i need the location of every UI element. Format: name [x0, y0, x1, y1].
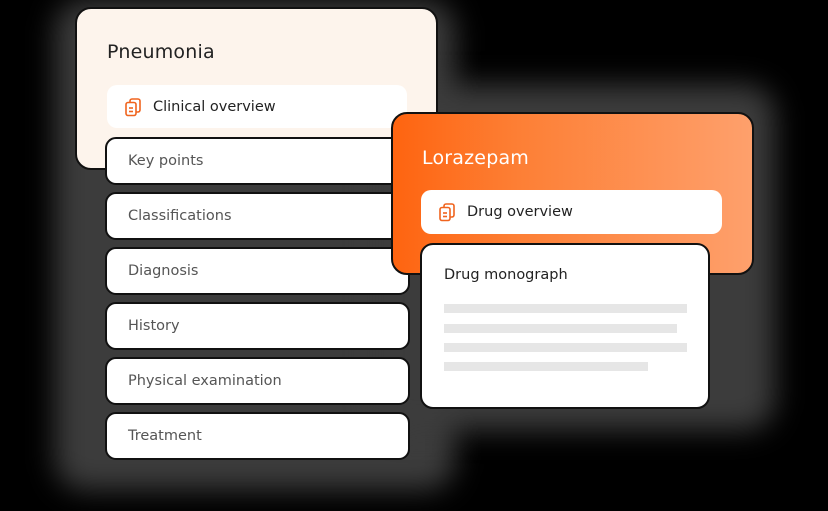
drug-monograph-card[interactable]: Drug monograph: [420, 243, 710, 409]
placeholder-line: [444, 324, 677, 333]
clinical-overview-label: Clinical overview: [153, 98, 276, 115]
drug-overview-button[interactable]: Drug overview: [421, 190, 722, 234]
placeholder-line: [444, 304, 687, 313]
drug-overview-label: Drug overview: [467, 204, 573, 220]
documents-icon: [123, 97, 143, 117]
list-item-diagnosis[interactable]: Diagnosis: [105, 247, 410, 295]
list-item-physical-examination[interactable]: Physical examination: [105, 357, 410, 405]
lorazepam-title: Lorazepam: [422, 147, 530, 169]
placeholder-line: [444, 362, 648, 371]
drug-monograph-title: Drug monograph: [444, 267, 568, 283]
list-item-treatment[interactable]: Treatment: [105, 412, 410, 460]
clinical-overview-button[interactable]: Clinical overview: [107, 85, 407, 128]
list-item-key-points[interactable]: Key points: [105, 137, 410, 185]
pneumonia-title: Pneumonia: [107, 41, 215, 63]
documents-icon: [437, 202, 457, 222]
list-item-history[interactable]: History: [105, 302, 410, 350]
placeholder-line: [444, 343, 687, 352]
list-item-classifications[interactable]: Classifications: [105, 192, 410, 240]
